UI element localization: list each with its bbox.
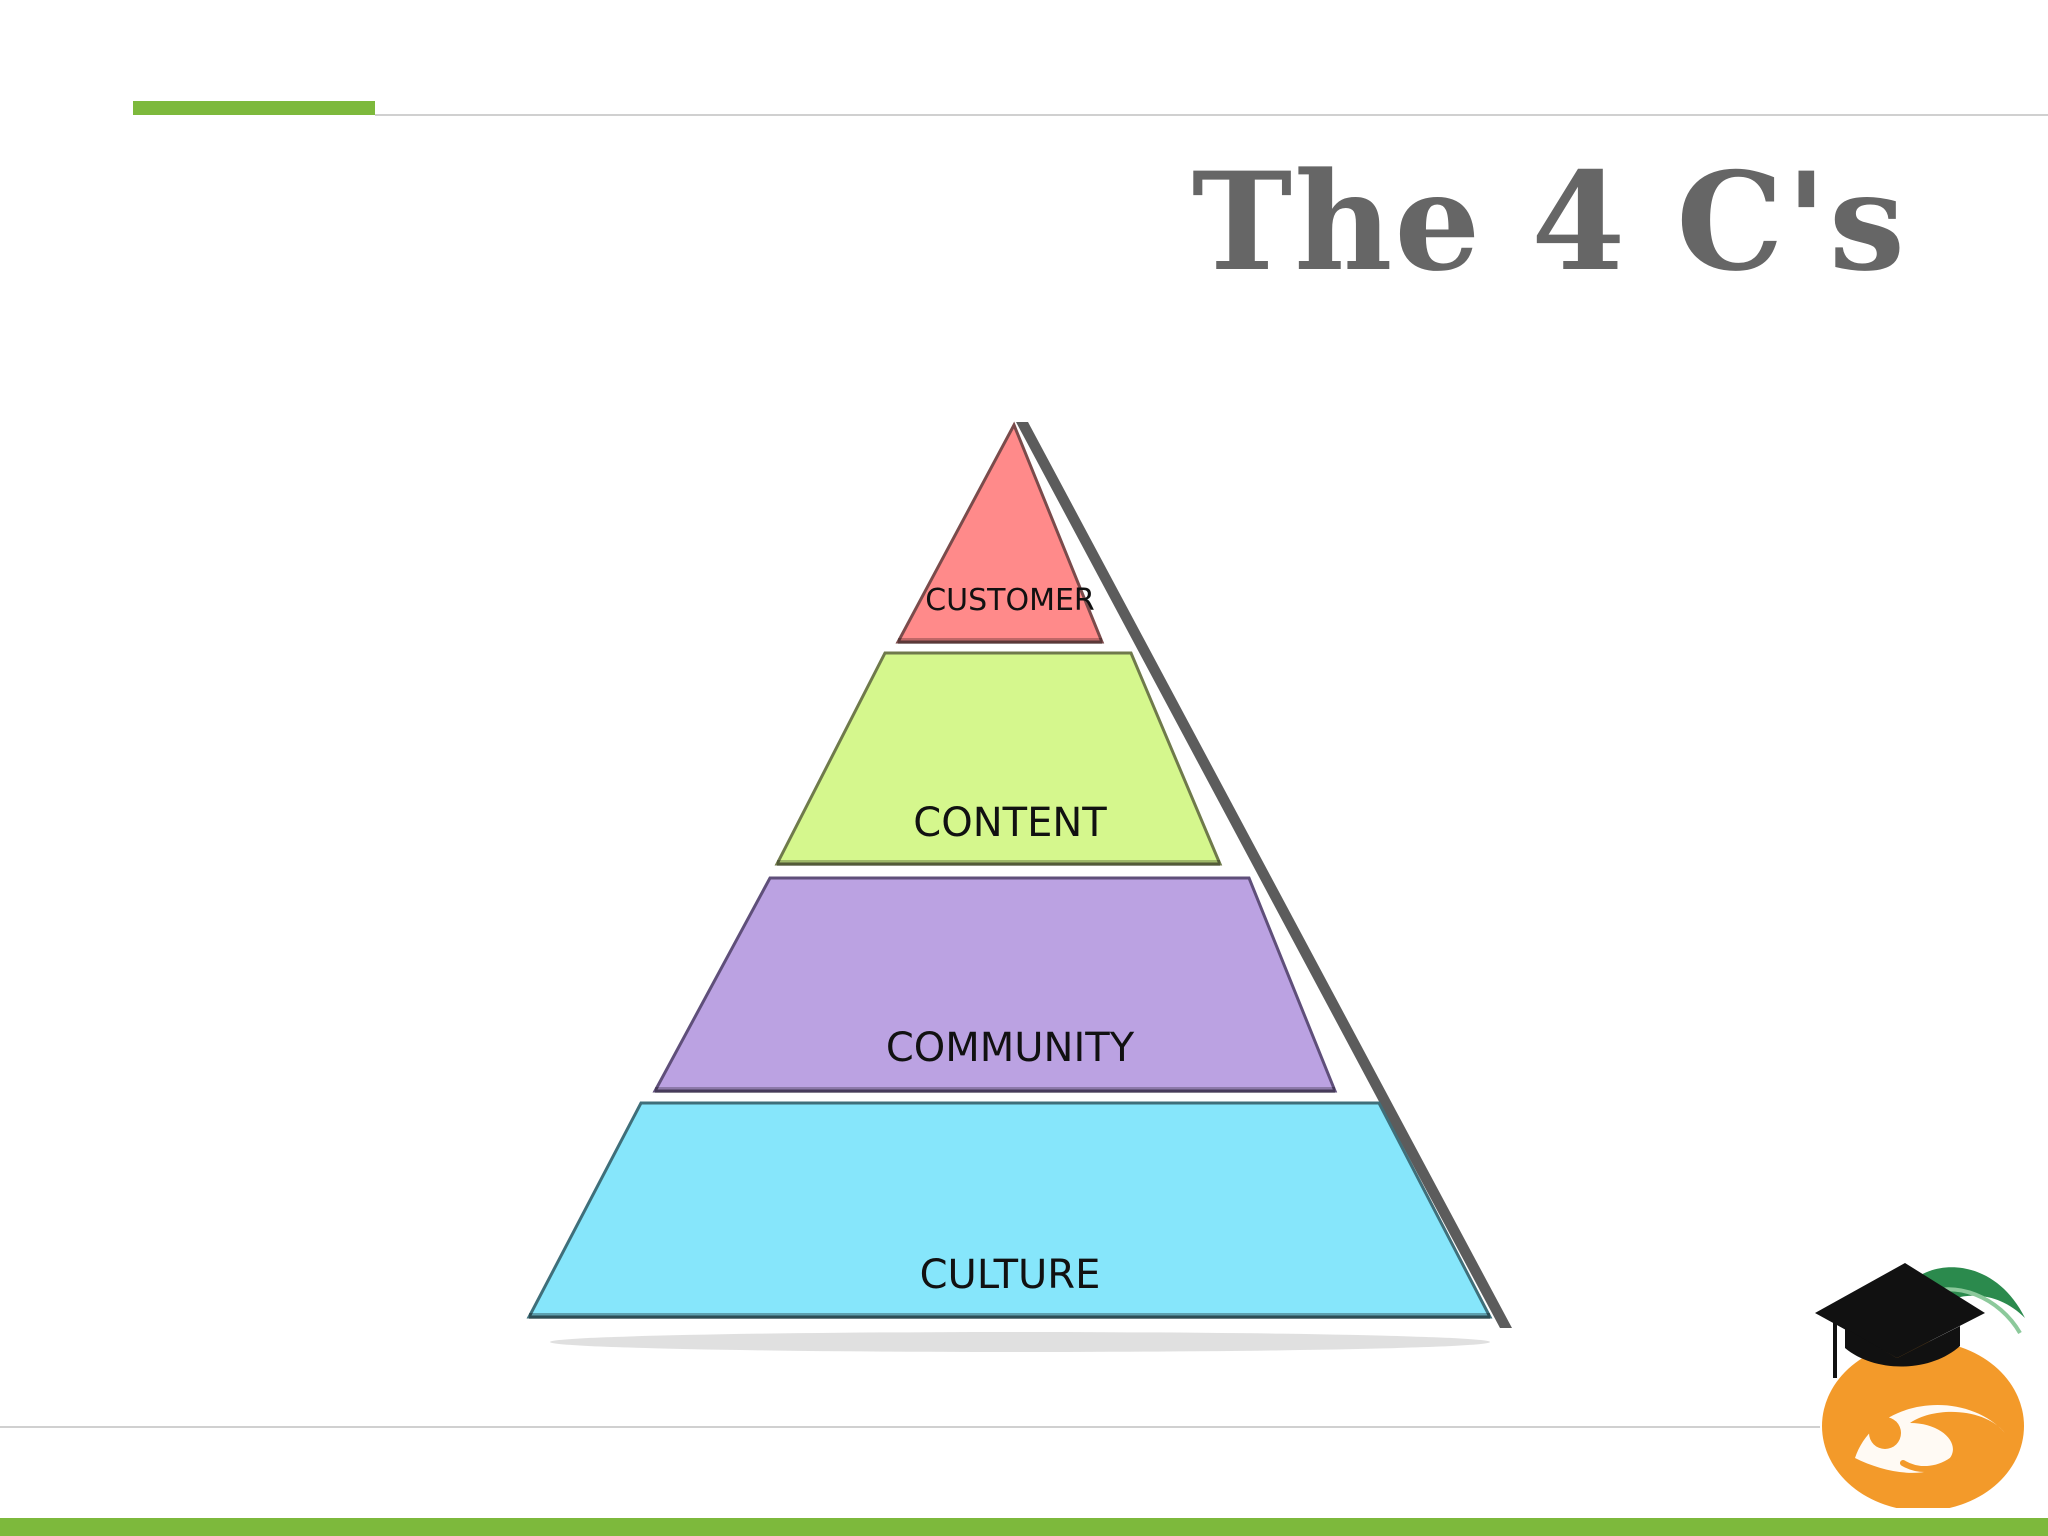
community-layer-label: COMMUNITY	[886, 1025, 1135, 1071]
community-layer-shape	[652, 876, 1338, 1093]
content-layer-base	[777, 860, 1220, 866]
pyramid-layer-community: COMMUNITY	[652, 876, 1338, 1093]
culture-layer-shape	[526, 1101, 1493, 1319]
culture-layer-base	[529, 1313, 1490, 1319]
face-smile	[1900, 1455, 1958, 1472]
top-divider	[375, 114, 2048, 116]
bottom-accent-bar	[0, 1518, 2048, 1536]
face-eye	[1869, 1417, 1901, 1449]
pyramid-layer-culture: CULTURE	[526, 1101, 1493, 1319]
graduation-cap-orange-logo-icon	[1815, 1263, 2025, 1508]
bottom-divider	[0, 1426, 1820, 1428]
customer-layer-label: CUSTOMER	[925, 583, 1095, 618]
cap-band	[1845, 1326, 1960, 1367]
pyramid-shadow	[550, 1332, 1490, 1352]
slide-title: The 4 C's	[1191, 142, 1907, 301]
pyramid-right-edge	[1016, 422, 1512, 1328]
customer-layer-base	[898, 638, 1102, 644]
top-accent-bar	[133, 101, 375, 115]
community-layer-base	[655, 1087, 1335, 1093]
customer-layer-shape	[895, 421, 1105, 644]
cap-board	[1815, 1263, 1985, 1358]
pyramid-layer-customer: CUSTOMER	[895, 421, 1105, 644]
content-layer-shape	[774, 651, 1223, 866]
culture-layer-label: CULTURE	[920, 1252, 1101, 1298]
pyramid-layer-content: CONTENT	[774, 651, 1223, 866]
content-layer-label: CONTENT	[913, 800, 1107, 846]
pyramid-diagram: CUSTOMER CONTENT COMMUNITY CULTURE	[526, 421, 1512, 1352]
